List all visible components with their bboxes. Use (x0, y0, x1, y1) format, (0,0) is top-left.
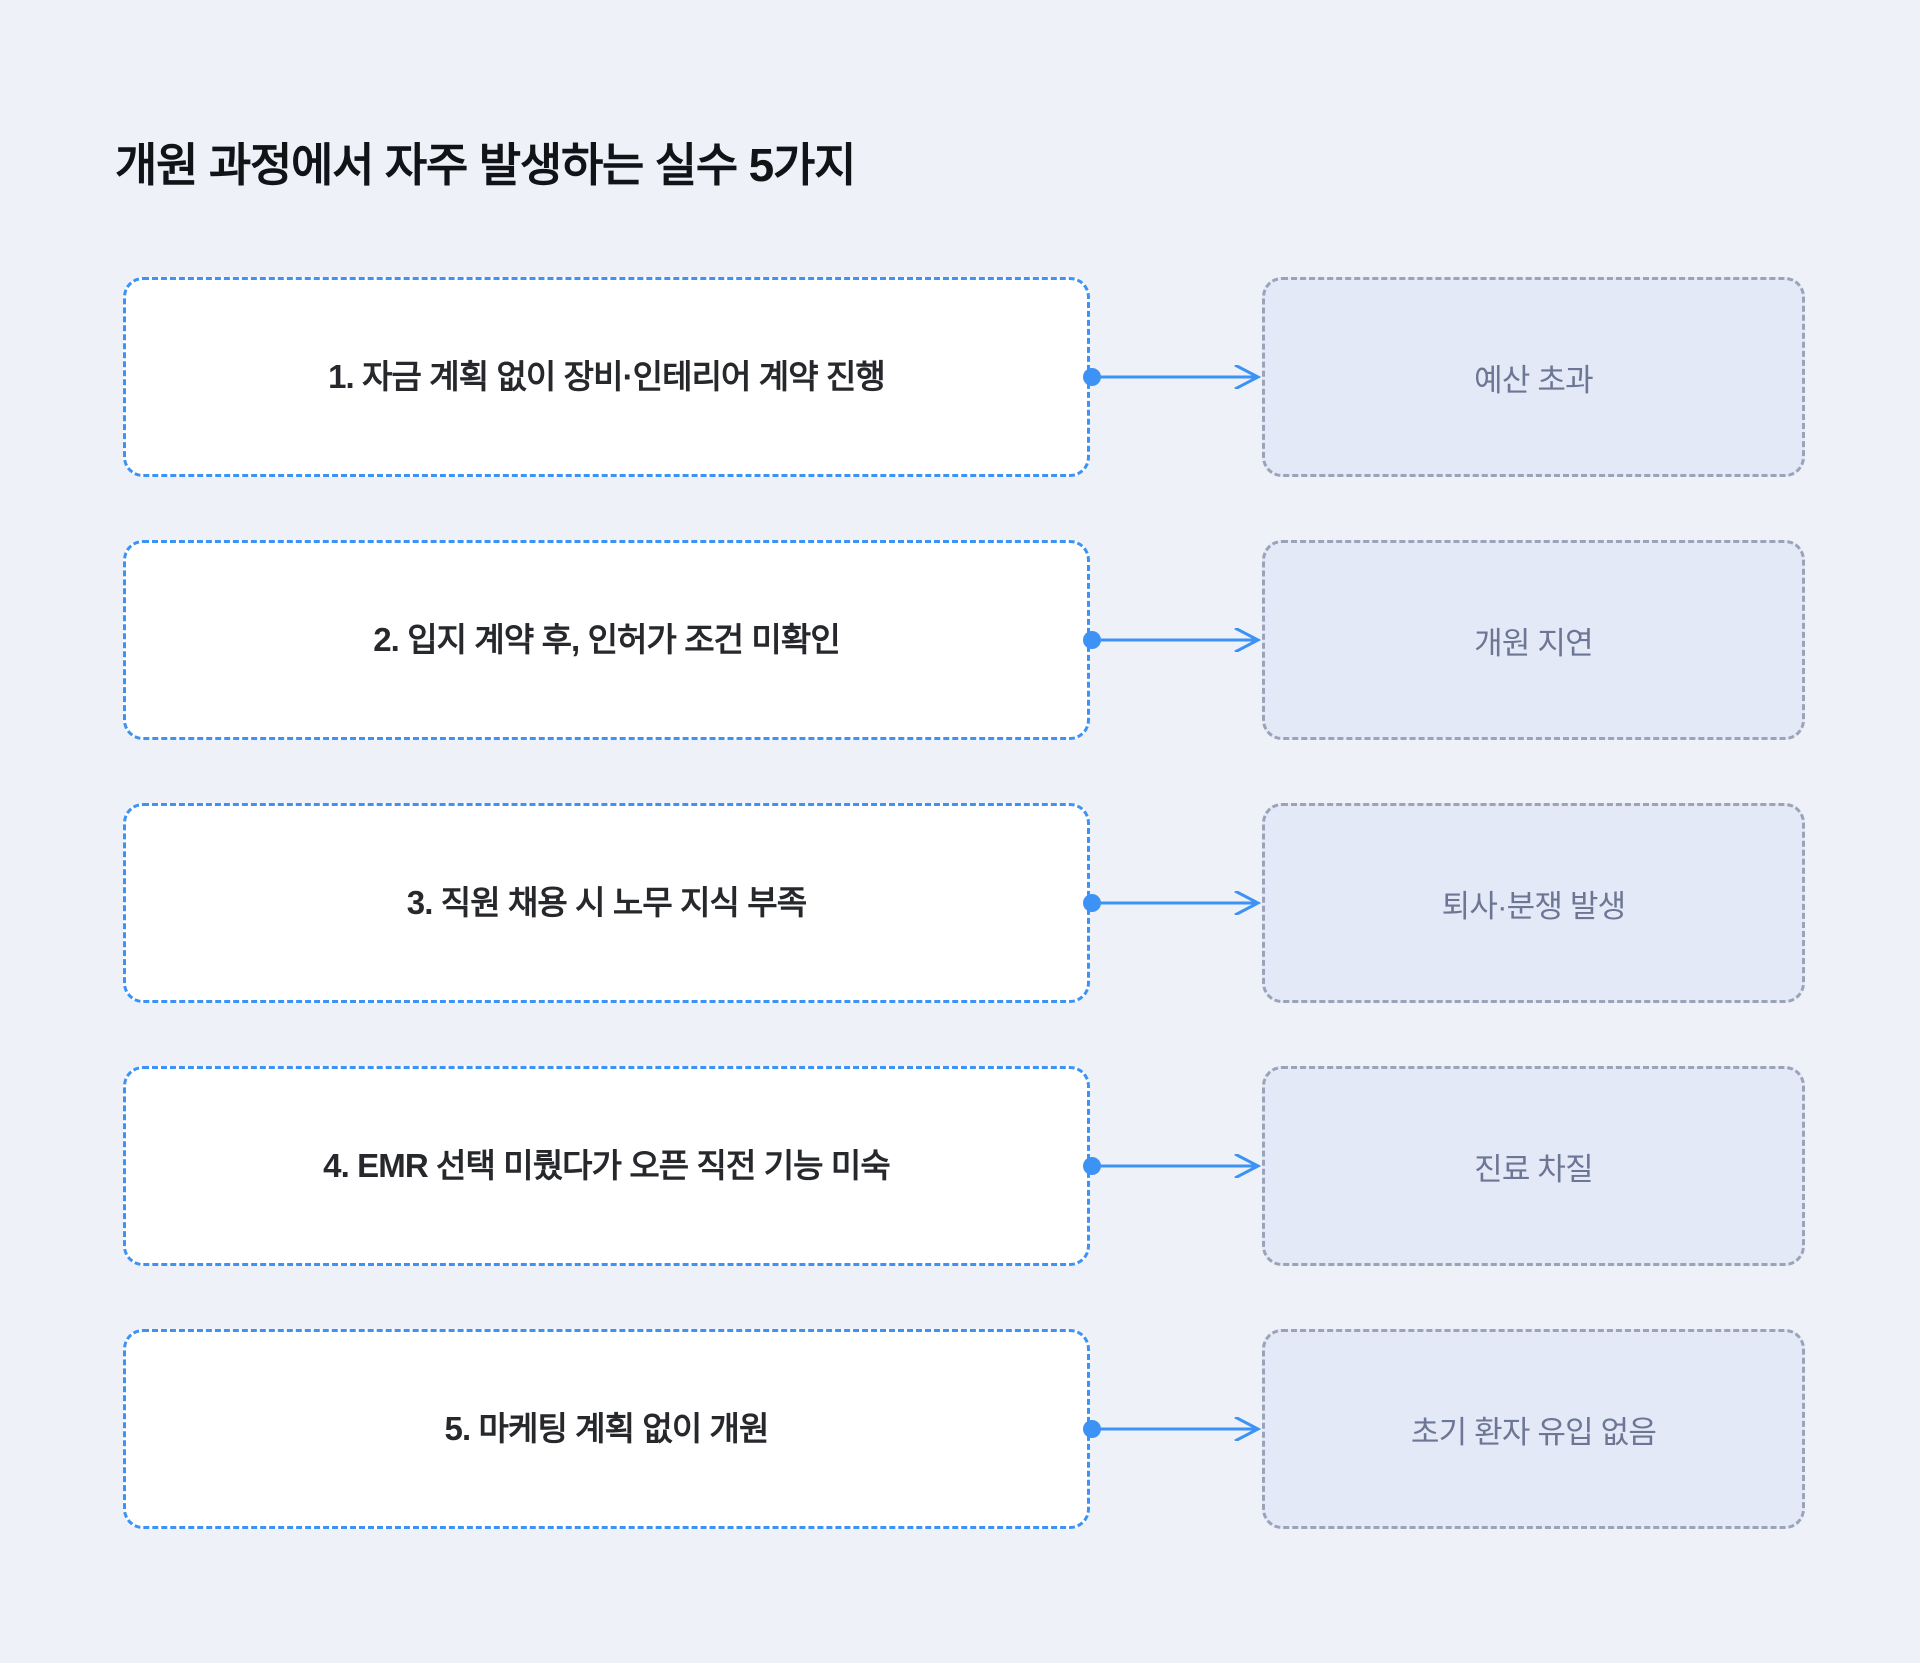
mistake-card-5[interactable]: 5. 마케팅 계획 없이 개원 (123, 1329, 1090, 1529)
connector-arrow-4 (1083, 1152, 1268, 1180)
connector-arrow-3 (1083, 889, 1268, 917)
mistake-row: 4. EMR 선택 미뤘다가 오픈 직전 기능 미숙 진료 차질 (0, 1066, 1920, 1266)
mistake-row: 3. 직원 채용 시 노무 지식 부족 퇴사·분쟁 발생 (0, 803, 1920, 1003)
mistake-row: 5. 마케팅 계획 없이 개원 초기 환자 유입 없음 (0, 1329, 1920, 1529)
mistake-rows-container: 1. 자금 계획 없이 장비·인테리어 계약 진행 예산 초과 2. 입지 계약… (0, 277, 1920, 1529)
mistake-label: 2. 입지 계약 후, 인허가 조건 미확인 (373, 620, 840, 658)
impact-label: 진료 차질 (1474, 1151, 1594, 1187)
mistake-row: 2. 입지 계약 후, 인허가 조건 미확인 개원 지연 (0, 540, 1920, 740)
mistake-card-1[interactable]: 1. 자금 계획 없이 장비·인테리어 계약 진행 (123, 277, 1090, 477)
mistake-card-2[interactable]: 2. 입지 계약 후, 인허가 조건 미확인 (123, 540, 1090, 740)
page-title: 개원 과정에서 자주 발생하는 실수 5가지 (115, 138, 856, 191)
mistake-label: 3. 직원 채용 시 노무 지식 부족 (406, 883, 807, 921)
arrow-head-icon (1234, 626, 1262, 654)
arrow-head-icon (1234, 1152, 1262, 1180)
connector-arrow-5 (1083, 1415, 1268, 1443)
impact-badge-2[interactable]: 개원 지연 (1262, 540, 1805, 740)
impact-badge-5[interactable]: 초기 환자 유입 없음 (1262, 1329, 1805, 1529)
arrow-head-icon (1234, 1415, 1262, 1443)
mistake-card-3[interactable]: 3. 직원 채용 시 노무 지식 부족 (123, 803, 1090, 1003)
mistake-label: 4. EMR 선택 미뤘다가 오픈 직전 기능 미숙 (323, 1146, 891, 1184)
arrow-head-icon (1234, 889, 1262, 917)
arrow-head-icon (1234, 363, 1262, 391)
mistake-card-4[interactable]: 4. EMR 선택 미뤘다가 오픈 직전 기능 미숙 (123, 1066, 1090, 1266)
impact-badge-1[interactable]: 예산 초과 (1262, 277, 1805, 477)
mistake-label: 1. 자금 계획 없이 장비·인테리어 계약 진행 (328, 357, 886, 395)
impact-label: 초기 환자 유입 없음 (1410, 1414, 1657, 1450)
mistake-label: 5. 마케팅 계획 없이 개원 (444, 1409, 770, 1447)
impact-label: 예산 초과 (1474, 362, 1594, 398)
connector-arrow-2 (1083, 626, 1268, 654)
mistake-row: 1. 자금 계획 없이 장비·인테리어 계약 진행 예산 초과 (0, 277, 1920, 477)
impact-label: 퇴사·분쟁 발생 (1441, 888, 1626, 924)
connector-arrow-1 (1083, 363, 1268, 391)
impact-label: 개원 지연 (1474, 625, 1594, 661)
impact-badge-4[interactable]: 진료 차질 (1262, 1066, 1805, 1266)
impact-badge-3[interactable]: 퇴사·분쟁 발생 (1262, 803, 1805, 1003)
